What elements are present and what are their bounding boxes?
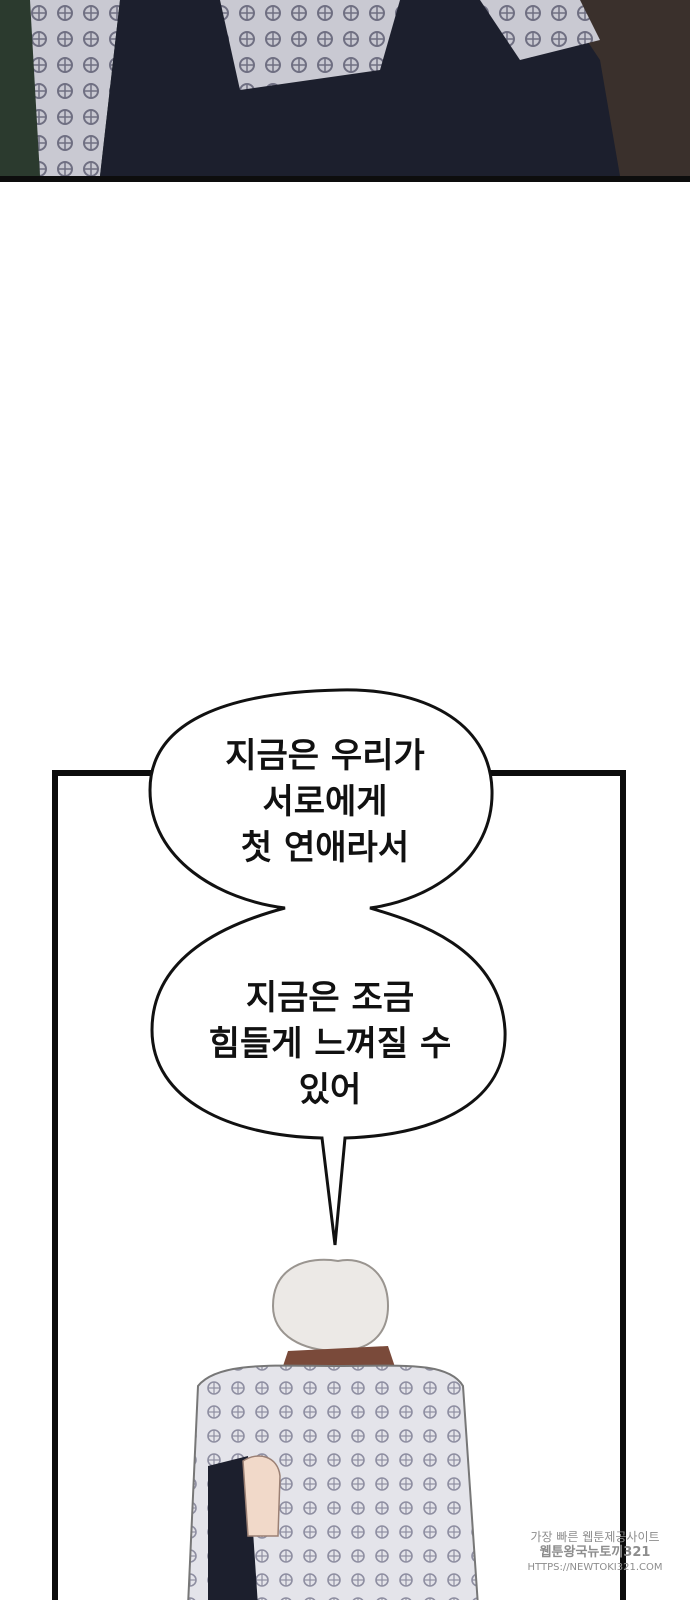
watermark: 가장 빠른 웹툰제공사이트 웹툰왕국뉴토끼321 HTTPS://NEWTOKI… xyxy=(520,1530,670,1575)
bottom-panel-art xyxy=(187,1258,479,1600)
gown-right xyxy=(480,0,600,60)
watermark-line-1: 가장 빠른 웹툰제공사이트 xyxy=(530,1530,660,1544)
figure-hand xyxy=(242,1455,281,1537)
top-panel xyxy=(0,0,690,182)
speech-bubble-1-text: 지금은 우리가 서로에게 첫 연애라서 xyxy=(225,736,425,868)
gown-left xyxy=(30,0,120,176)
speech-bubble-shapes xyxy=(148,688,507,1246)
watermark-line-3: HTTPS://NEWTOKI321.COM xyxy=(527,1562,663,1573)
speech-bubble xyxy=(148,688,507,1246)
gown-center xyxy=(220,0,400,90)
figure-gown xyxy=(187,1364,479,1600)
top-panel-art xyxy=(0,0,690,176)
figure-hair xyxy=(271,1258,390,1353)
watermark-line-2: 웹툰왕국뉴토끼321 xyxy=(539,1545,651,1560)
speech-bubble-2-text: 지금은 조금 힘들게 느껴질 수 있어 xyxy=(208,978,452,1110)
